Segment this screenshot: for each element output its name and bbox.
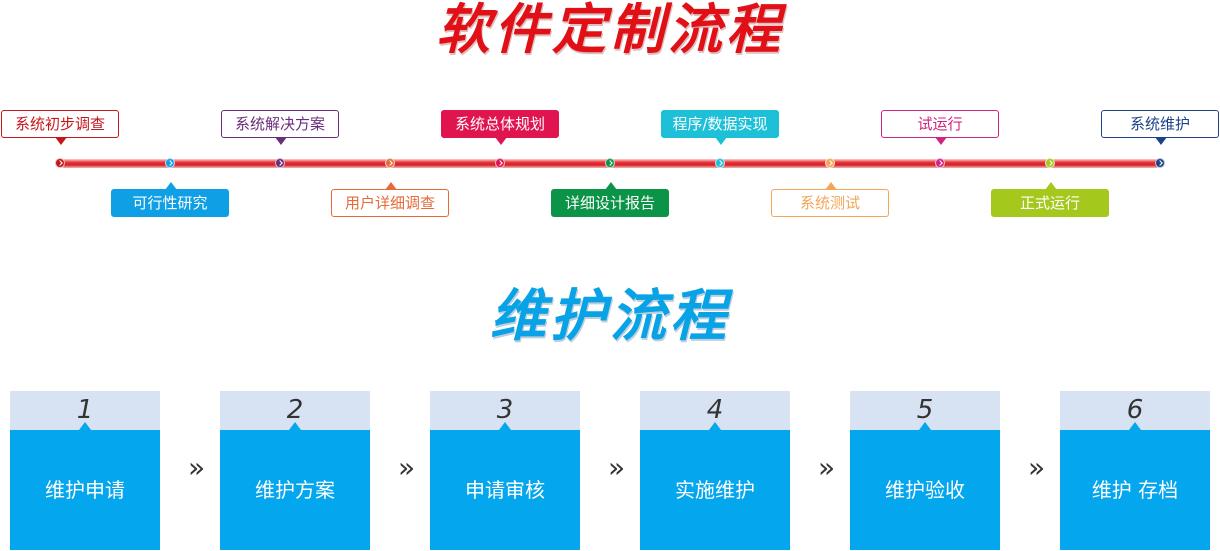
- timeline-node: [385, 158, 395, 168]
- next-arrow-icon: »: [398, 451, 415, 484]
- step-number: 3: [430, 391, 580, 430]
- step-label: 维护验收: [850, 430, 1000, 550]
- maintenance-step: 5 维护验收: [850, 391, 1000, 550]
- timeline-node: [165, 158, 175, 168]
- timeline-step: 系统总体规划: [441, 110, 559, 145]
- timeline-step: 用户详细调查: [331, 182, 449, 217]
- step-number: 5: [850, 391, 1000, 430]
- step-pointer: [709, 422, 721, 430]
- step-number: 2: [220, 391, 370, 430]
- next-arrow-icon: »: [818, 451, 835, 484]
- step-number-text: 3: [496, 395, 514, 425]
- maintenance-step: 3 申请审核: [430, 391, 580, 550]
- timeline-step-pointer: [275, 137, 287, 145]
- timeline-step: 试运行: [881, 110, 999, 145]
- maintenance-flow-title: 维护流程: [490, 284, 730, 349]
- next-arrow-icon: »: [608, 451, 625, 484]
- timeline-step: 详细设计报告: [551, 182, 669, 217]
- step-number: 1: [10, 391, 160, 430]
- step-pointer: [1129, 422, 1141, 430]
- maintenance-step: 1 维护申请: [10, 391, 160, 550]
- timeline-step: 系统测试: [771, 182, 889, 217]
- step-pointer: [499, 422, 511, 430]
- timeline-step-pointer: [385, 182, 397, 190]
- step-number-text: 2: [286, 395, 304, 425]
- timeline-step-label: 系统测试: [799, 194, 860, 212]
- custom-flow-title: 软件定制流程: [436, 0, 784, 61]
- timeline-step-pointer: [495, 137, 507, 145]
- step-number-text: 6: [1126, 395, 1144, 425]
- timeline-node: [715, 158, 725, 168]
- timeline-step: 可行性研究: [111, 182, 229, 217]
- timeline-step-label: 详细设计报告: [564, 194, 655, 212]
- timeline-step-pointer: [935, 137, 947, 145]
- timeline-step-label: 系统总体规划: [454, 115, 545, 133]
- next-arrow-icon: »: [1028, 451, 1045, 484]
- maintenance-step: 6 维护 存档: [1060, 391, 1210, 550]
- timeline-step-pointer: [1045, 182, 1057, 190]
- timeline-step: 系统维护: [1101, 110, 1219, 145]
- step-number-text: 4: [706, 395, 724, 425]
- step-pointer: [919, 422, 931, 430]
- timeline-step-label: 系统解决方案: [234, 115, 325, 133]
- timeline-node: [825, 158, 835, 168]
- timeline-node: [1045, 158, 1055, 168]
- timeline-step-pointer: [1155, 137, 1167, 145]
- step-label: 维护方案: [220, 430, 370, 550]
- next-arrow-icon: »: [188, 451, 205, 484]
- timeline-step: 系统初步调查: [1, 110, 119, 145]
- timeline-step-label: 程序/数据实现: [672, 115, 768, 133]
- timeline-step-label: 正式运行: [1019, 194, 1080, 212]
- step-label: 维护申请: [10, 430, 160, 550]
- timeline-node: [935, 158, 945, 168]
- timeline-node: [1155, 158, 1165, 168]
- timeline-step-label: 用户详细调查: [344, 194, 435, 212]
- step-pointer: [79, 422, 91, 430]
- step-number: 4: [640, 391, 790, 430]
- timeline-step: 系统解决方案: [221, 110, 339, 145]
- timeline-node: [55, 158, 65, 168]
- step-number: 6: [1060, 391, 1210, 430]
- timeline-step-pointer: [825, 182, 837, 190]
- timeline-step-pointer: [165, 182, 177, 190]
- step-label: 申请审核: [430, 430, 580, 550]
- step-number-text: 1: [76, 395, 94, 425]
- timeline-node: [495, 158, 505, 168]
- timeline-step: 正式运行: [991, 182, 1109, 217]
- timeline-step-pointer: [715, 137, 727, 145]
- timeline-step-label: 系统维护: [1129, 115, 1190, 133]
- timeline-step: 程序/数据实现: [661, 110, 779, 145]
- maintenance-step: 4 实施维护: [640, 391, 790, 550]
- step-label: 维护 存档: [1060, 430, 1210, 550]
- timeline-step-label: 试运行: [917, 115, 963, 133]
- timeline-node: [275, 158, 285, 168]
- step-number-text: 5: [916, 395, 934, 425]
- timeline-step-label: 可行性研究: [132, 194, 208, 212]
- timeline-step-pointer: [605, 182, 617, 190]
- step-label: 实施维护: [640, 430, 790, 550]
- timeline-step-label: 系统初步调查: [14, 115, 105, 133]
- timeline-node: [605, 158, 615, 168]
- maintenance-step: 2 维护方案: [220, 391, 370, 550]
- step-pointer: [289, 422, 301, 430]
- timeline-step-pointer: [55, 137, 67, 145]
